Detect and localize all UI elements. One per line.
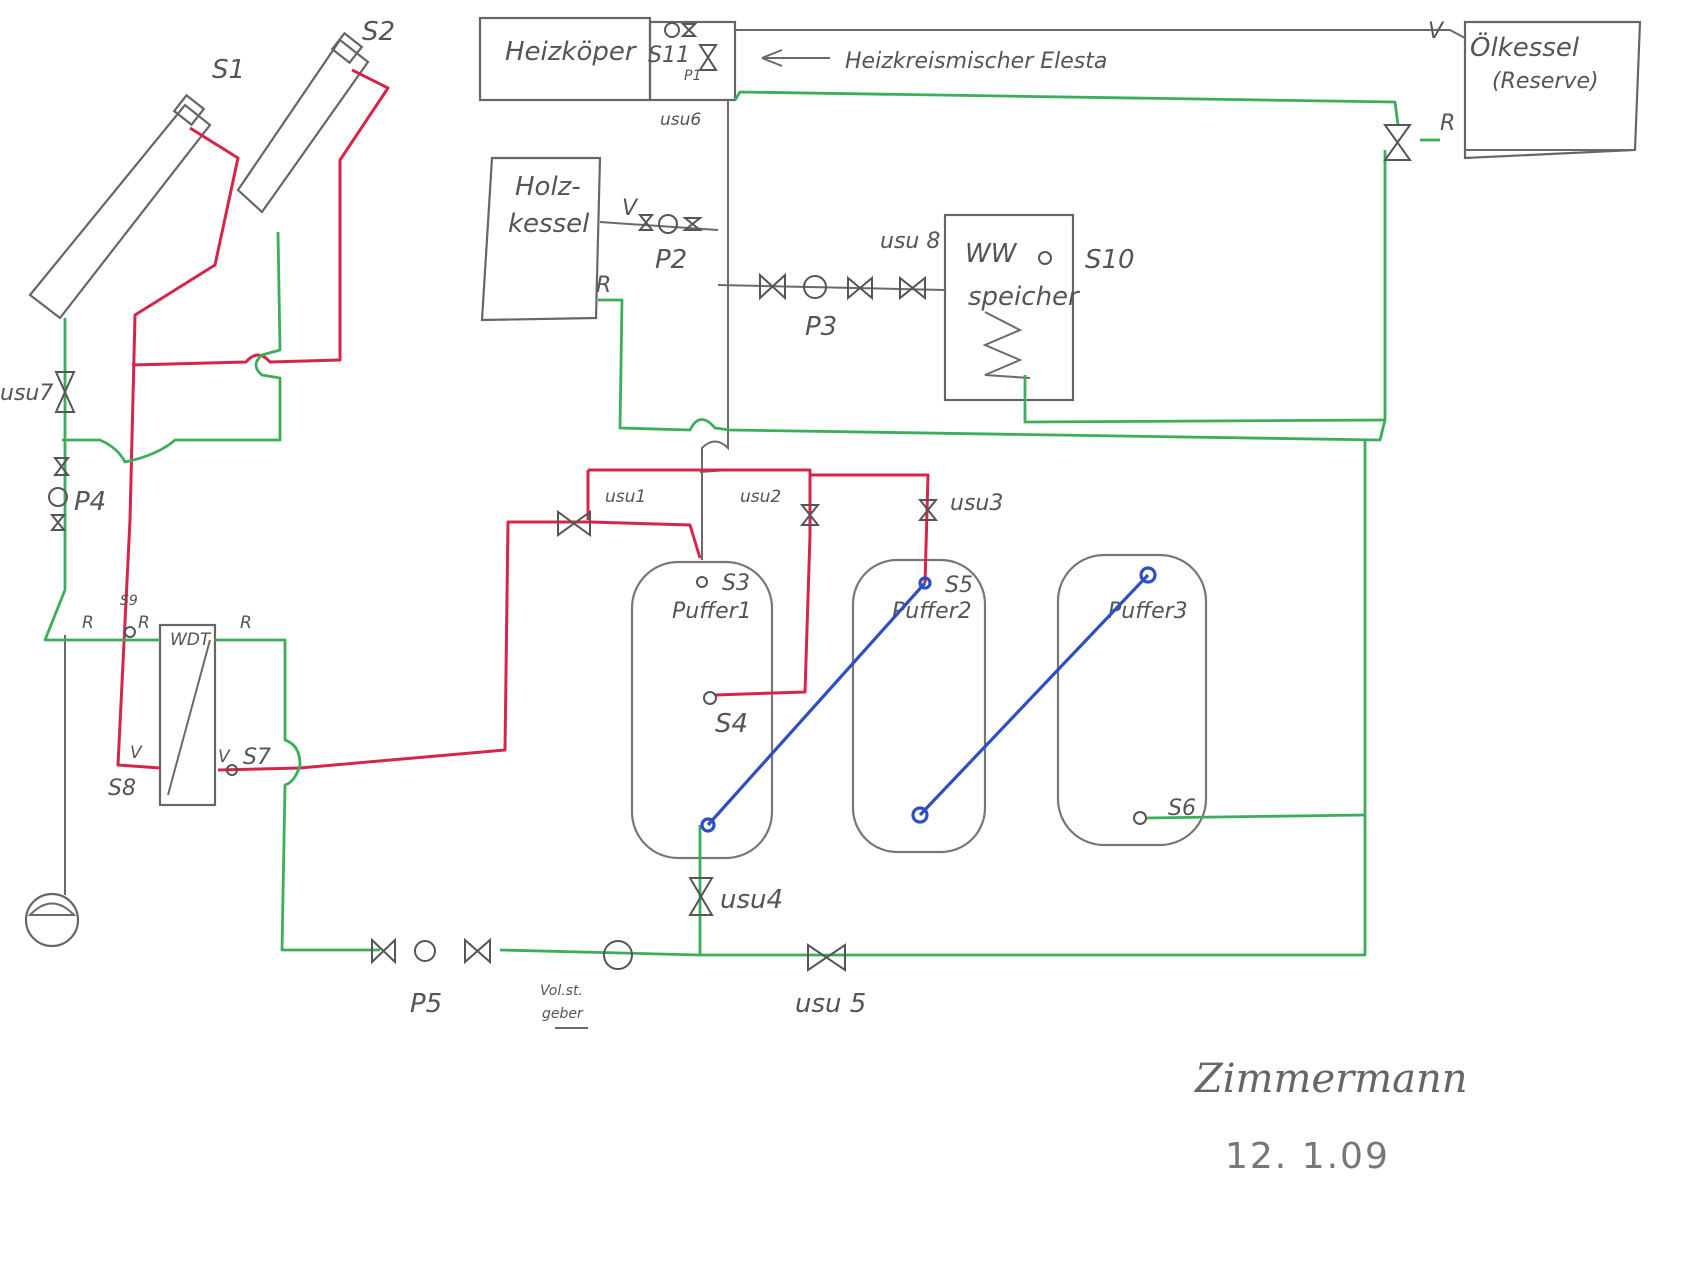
oelkessel-label-2: (Reserve): [1492, 69, 1599, 94]
sensor-s6-point: [1133, 811, 1147, 825]
sensor-s7-point: [226, 764, 238, 776]
pump-p1: [664, 22, 698, 38]
sensor-label-s10: S10: [1085, 245, 1135, 275]
valve-label-usv3: usu3: [950, 491, 1003, 516]
heizkoerper-label: Heizköper: [505, 37, 638, 67]
valve-label-usv5: usu 5: [795, 989, 866, 1019]
sensor-label-s1: S1: [212, 55, 245, 85]
puffer3-tank: [1056, 553, 1208, 847]
puffer1-label: Puffer1: [672, 599, 752, 624]
volume-sensor-label-1: Vol.st.: [540, 983, 583, 999]
sensor-label-s11: S11: [648, 43, 690, 68]
mark-r-left: R: [82, 613, 94, 633]
pump-label-p1: P1: [684, 68, 701, 84]
mark-r-oelkessel: R: [1440, 111, 1455, 136]
pump-p4: [48, 457, 71, 531]
sensor-s4-point: [703, 691, 717, 705]
gray-pipes: [599, 29, 1635, 560]
solar-collector-s1: [28, 93, 212, 320]
valve-usv1: [557, 510, 591, 537]
valve-label-usv8: usu 8: [880, 229, 940, 254]
valve-usv7: [54, 371, 76, 413]
ww-sensor-s10: [1038, 251, 1052, 265]
wdt-label: WDT: [170, 630, 212, 650]
pump-p3: [759, 272, 873, 301]
pump-p5: [371, 937, 491, 965]
signature: Zimmermann: [1193, 1056, 1468, 1102]
sensor-label-s3: S3: [722, 571, 750, 596]
holzkessel-label-1: Holz-: [515, 172, 581, 202]
valve-usv8: [899, 275, 926, 301]
pump-label-p3: P3: [805, 312, 837, 342]
oelkessel-box: Ölkessel (Reserve): [1463, 20, 1642, 160]
green-pipes: [43, 90, 1440, 957]
volume-sensor-label-2: geber: [542, 1006, 584, 1022]
ww-label-1: WW: [965, 239, 1018, 269]
sensor-label-s6: S6: [1168, 796, 1196, 821]
valve-label-usv1: usu1: [605, 487, 646, 507]
pump-label-p2: P2: [655, 245, 687, 275]
pump-label-p4: P4: [74, 487, 106, 517]
pump-p2: [637, 214, 703, 234]
date-label: 12. 1.09: [1225, 1136, 1390, 1177]
valve-label-usv6: usu6: [660, 110, 701, 130]
mark-v-wdt-in: V: [130, 743, 143, 763]
mark-r-wdt-in: R: [138, 613, 150, 633]
volume-flow-sensor: Vol.st. geber: [540, 940, 633, 1029]
valve-label-usv2: usu2: [740, 487, 781, 507]
puffer1-tank: [630, 560, 774, 860]
mixer-box: [648, 20, 737, 102]
solar-collector-s2: [236, 31, 370, 214]
sensor-label-s4: S4: [715, 709, 748, 739]
expansion-vessel: [24, 635, 80, 948]
wdt-heat-exchanger: WDT: [158, 623, 217, 807]
sensor-points: [124, 576, 1147, 825]
valve-usv3: [917, 499, 939, 521]
sensor-label-s9: S9: [120, 593, 138, 609]
sensor-s9-point: [124, 626, 136, 638]
mark-v-wdt-out: V: [218, 747, 231, 767]
mark-v-holzkessel: V: [622, 196, 639, 221]
sensor-s3-point: [696, 576, 708, 588]
ww-label-2: speicher: [968, 282, 1081, 312]
holzkessel-label-2: kessel: [508, 209, 590, 239]
red-pipes: [116, 68, 930, 772]
ww-heat-coil: [982, 311, 1031, 379]
valve-mixer-r: [1383, 124, 1412, 161]
pump-label-p5: P5: [410, 989, 442, 1019]
valve-usv2: [799, 504, 821, 526]
sensor-label-s7: S7: [243, 745, 271, 770]
holzkessel-box: Holz- kessel: [480, 156, 602, 322]
mark-v-oelkessel: V: [1428, 19, 1445, 44]
oelkessel-label-1: Ölkessel: [1470, 31, 1580, 63]
sensor-label-s5: S5: [945, 573, 973, 598]
heizkreismischer-label: Heizkreismischer Elesta: [845, 49, 1107, 74]
sensor-label-s2: S2: [362, 17, 395, 47]
sensor-label-s8: S8: [108, 776, 136, 801]
valve-usv5: [807, 943, 846, 972]
mark-r-holzkessel: R: [596, 273, 611, 298]
puffer2-tank: [851, 558, 987, 854]
heizkreismischer-annotation: Heizkreismischer Elesta: [761, 49, 1107, 74]
mark-r-wdt-out: R: [240, 613, 252, 633]
valve-label-usv7: usu7: [0, 381, 53, 406]
puffer2-label: Puffer2: [892, 599, 972, 624]
blue-coils: [700, 566, 1157, 833]
heizkoerper-box: Heizköper: [478, 16, 652, 102]
valve-usv6: [698, 44, 718, 71]
valve-label-usv4: usu4: [720, 885, 783, 915]
valve-usv4: [688, 877, 714, 916]
ww-speicher-box: WW speicher: [943, 213, 1081, 402]
